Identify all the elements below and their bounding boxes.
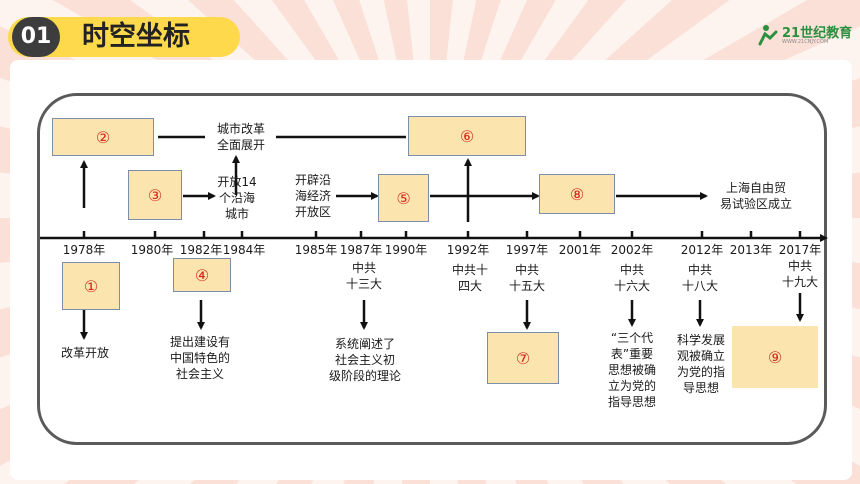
year-label: 2012年 xyxy=(680,243,724,257)
year-label: 2013年 xyxy=(729,243,773,257)
cpc-16-label: 中共十六大 xyxy=(613,263,650,293)
answer-box-3[interactable]: ③ xyxy=(128,170,182,220)
answer-box-1[interactable]: ① xyxy=(62,262,120,310)
year-label: 1990年 xyxy=(384,243,428,257)
answer-box-6[interactable]: ⑥ xyxy=(408,116,526,156)
year-label: 1997年 xyxy=(505,243,549,257)
logo-brand: 21世纪教育 xyxy=(782,26,853,41)
answer-box-7[interactable]: ⑦ xyxy=(487,332,559,384)
sci-dev-label: 科学发展观被确立为党的指导思想 xyxy=(676,333,725,395)
answer-box-9[interactable]: ⑨ xyxy=(732,326,818,388)
timeline-frame xyxy=(37,93,827,445)
year-label: 2017年 xyxy=(778,243,822,257)
year-label: 1980年 xyxy=(130,243,174,257)
answer-box-2[interactable]: ② xyxy=(52,118,154,156)
cpc-19-label: 中共十九大 xyxy=(781,259,818,289)
shanghai-ftz-label: 上海自由贸易试验区成立 xyxy=(719,181,792,211)
year-label: 1985年 xyxy=(294,243,338,257)
answer-box-4[interactable]: ④ xyxy=(173,258,231,292)
year-label: 1984年 xyxy=(222,243,266,257)
cpc-13-label: 中共十三大 xyxy=(345,261,382,291)
answer-box-5[interactable]: ⑤ xyxy=(378,174,429,222)
city-reform-label: 城市改革全面展开 xyxy=(216,122,265,152)
year-label: 1978年 xyxy=(62,243,106,257)
answer-box-8[interactable]: ⑧ xyxy=(539,174,615,214)
page-title: 时空坐标 xyxy=(82,21,190,52)
logo-icon xyxy=(758,25,778,46)
section-number: 01 xyxy=(12,17,60,57)
year-label: 2001年 xyxy=(558,243,602,257)
year-label: 1982年 xyxy=(179,243,223,257)
primary-stage-label: 系统阐述了社会主义初级阶段的理论 xyxy=(328,337,401,383)
year-label: 1992年 xyxy=(446,243,490,257)
year-label: 2002年 xyxy=(610,243,654,257)
cpc-14-label: 中共十四大 xyxy=(451,263,488,293)
three-represents-label: “三个代表”重要思想被确立为党的指导思想 xyxy=(607,331,656,409)
year-label: 1987年 xyxy=(339,243,383,257)
socialism-cn-label: 提出建设有中国特色的社会主义 xyxy=(169,335,230,381)
cpc-18-label: 中共十八大 xyxy=(681,263,718,293)
logo-sub: WWW.21CNJY.COM xyxy=(782,39,829,45)
coastal-zone-label: 开辟沿海经济开放区 xyxy=(294,173,331,219)
cpc-15-label: 中共十五大 xyxy=(508,263,545,293)
reform-opening-label: 改革开放 xyxy=(60,346,109,360)
